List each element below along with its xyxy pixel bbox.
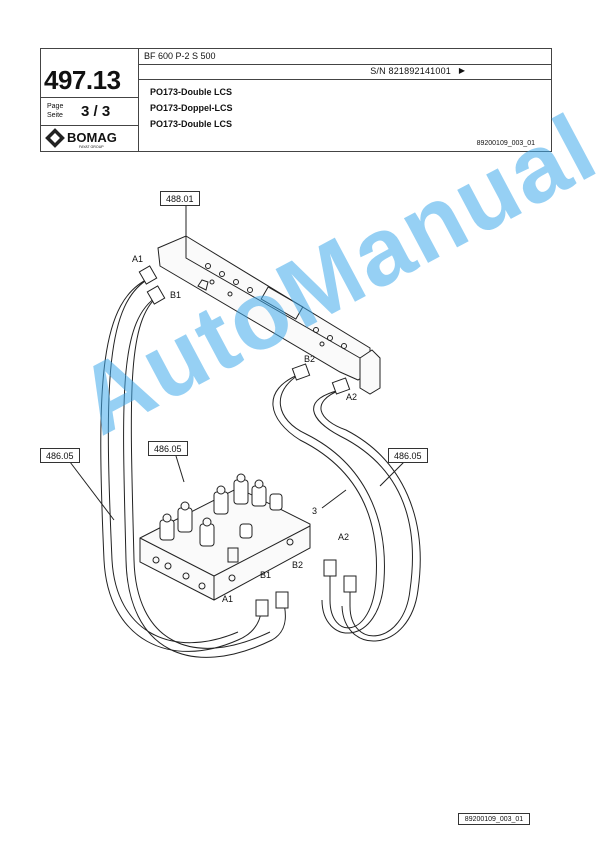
- port-label: B2: [292, 560, 304, 570]
- logo-wordmark: BOMAG: [67, 130, 117, 145]
- title-fr: PO173-Double LCS: [150, 119, 233, 129]
- port-label: B1: [170, 290, 182, 300]
- header-block: 497.13 Page Seite 3 / 3 BOMAG FAYAT GROU…: [40, 48, 552, 152]
- page-label: Page Seite: [47, 103, 64, 119]
- port-label: A2: [346, 392, 358, 402]
- port-label: B1: [260, 570, 272, 580]
- header-divider: [138, 49, 139, 151]
- title-de: PO173-Doppel-LCS: [150, 103, 233, 113]
- model-name: BF 600 P-2 S 500: [144, 51, 216, 61]
- port-label: A2: [338, 532, 350, 542]
- group-number: 497.13: [44, 65, 121, 95]
- title-en: PO173-Double LCS: [150, 87, 233, 97]
- bomag-logo: BOMAG FAYAT GROUP: [45, 128, 117, 149]
- callout-488-01: 488.01: [160, 191, 200, 206]
- footer-reference: 89200109_003_01: [458, 813, 530, 825]
- port-label: B2: [304, 354, 316, 364]
- valve-block: [139, 473, 311, 601]
- header-rule: [138, 64, 551, 65]
- header-rule: [138, 79, 551, 80]
- item-label: 3: [312, 506, 318, 516]
- page-number: 3 / 3: [81, 103, 111, 120]
- callout-486-05-right: 486.05: [388, 448, 428, 463]
- header-rule: [41, 125, 138, 126]
- callout-486-05-left: 486.05: [40, 448, 80, 463]
- port-label: A1: [222, 594, 234, 604]
- logo-subtext: FAYAT GROUP: [79, 145, 104, 149]
- serial-arrow-icon: ▶: [458, 66, 465, 75]
- callout-486-05-center: 486.05: [148, 441, 188, 456]
- port-label: A1: [132, 254, 144, 264]
- document-reference: 89200109_003_01: [476, 140, 535, 147]
- mounting-bracket: [157, 235, 381, 395]
- header-rule: [41, 97, 138, 98]
- parts-drawing: [69, 206, 421, 658]
- serial-number: S/N 821892141001: [370, 66, 451, 76]
